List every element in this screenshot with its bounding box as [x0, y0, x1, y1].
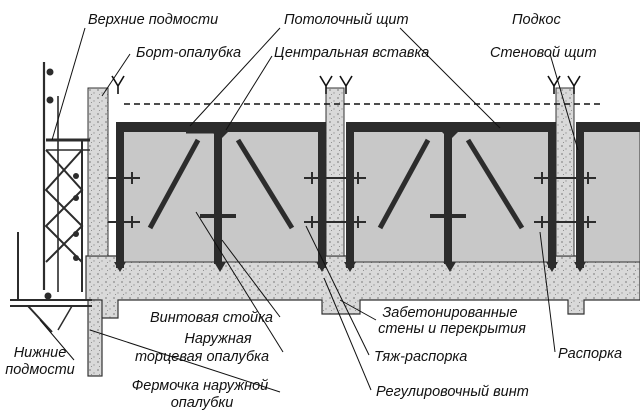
- label-tie-spacer: Тяж-распорка: [374, 349, 467, 365]
- tunnel-panel-2: [346, 122, 556, 268]
- label-edge-formwork: Борт-опалубка: [136, 45, 241, 61]
- label-ceiling-panel: Потолочный щит: [284, 12, 409, 28]
- label-wall-panel: Стеновой щит: [490, 45, 597, 61]
- leader-lines: [39, 27, 579, 393]
- label-concreted-line1: Забетонированные: [382, 305, 517, 321]
- tie-spacers: [108, 172, 596, 228]
- upper-scaffold: [42, 62, 90, 292]
- label-outer-end-line2: торцевая опалубка: [135, 349, 269, 365]
- top-anchors: [111, 75, 581, 94]
- label-spacer: Распорка: [558, 346, 622, 362]
- label-outer-end-line1: Наружная: [184, 331, 252, 347]
- concrete-slab: [85, 255, 640, 377]
- label-brace: Подкос: [512, 12, 561, 28]
- label-lower-scaffold-line2: подмости: [5, 362, 74, 378]
- concreted-walls: [87, 87, 575, 257]
- scaffold-bolts: [73, 173, 79, 261]
- label-central-insert: Центральная вставка: [274, 45, 429, 61]
- label-adjust-screw: Регулировочный винт: [376, 384, 529, 400]
- label-outer-truss-line1: Фермочка наружной: [132, 378, 268, 394]
- tunnel-panel-3: [576, 122, 640, 268]
- label-screw-post: Винтовая стойка: [150, 310, 273, 326]
- label-lower-scaffold-line1: Нижние: [14, 345, 67, 361]
- label-concreted-line2: стены и перекрытия: [378, 321, 526, 337]
- lower-scaffold: [10, 232, 92, 333]
- label-outer-truss-line2: опалубки: [171, 395, 234, 411]
- tunnel-panel-1: [116, 122, 326, 268]
- label-upper-scaffold: Верхние подмости: [88, 12, 218, 28]
